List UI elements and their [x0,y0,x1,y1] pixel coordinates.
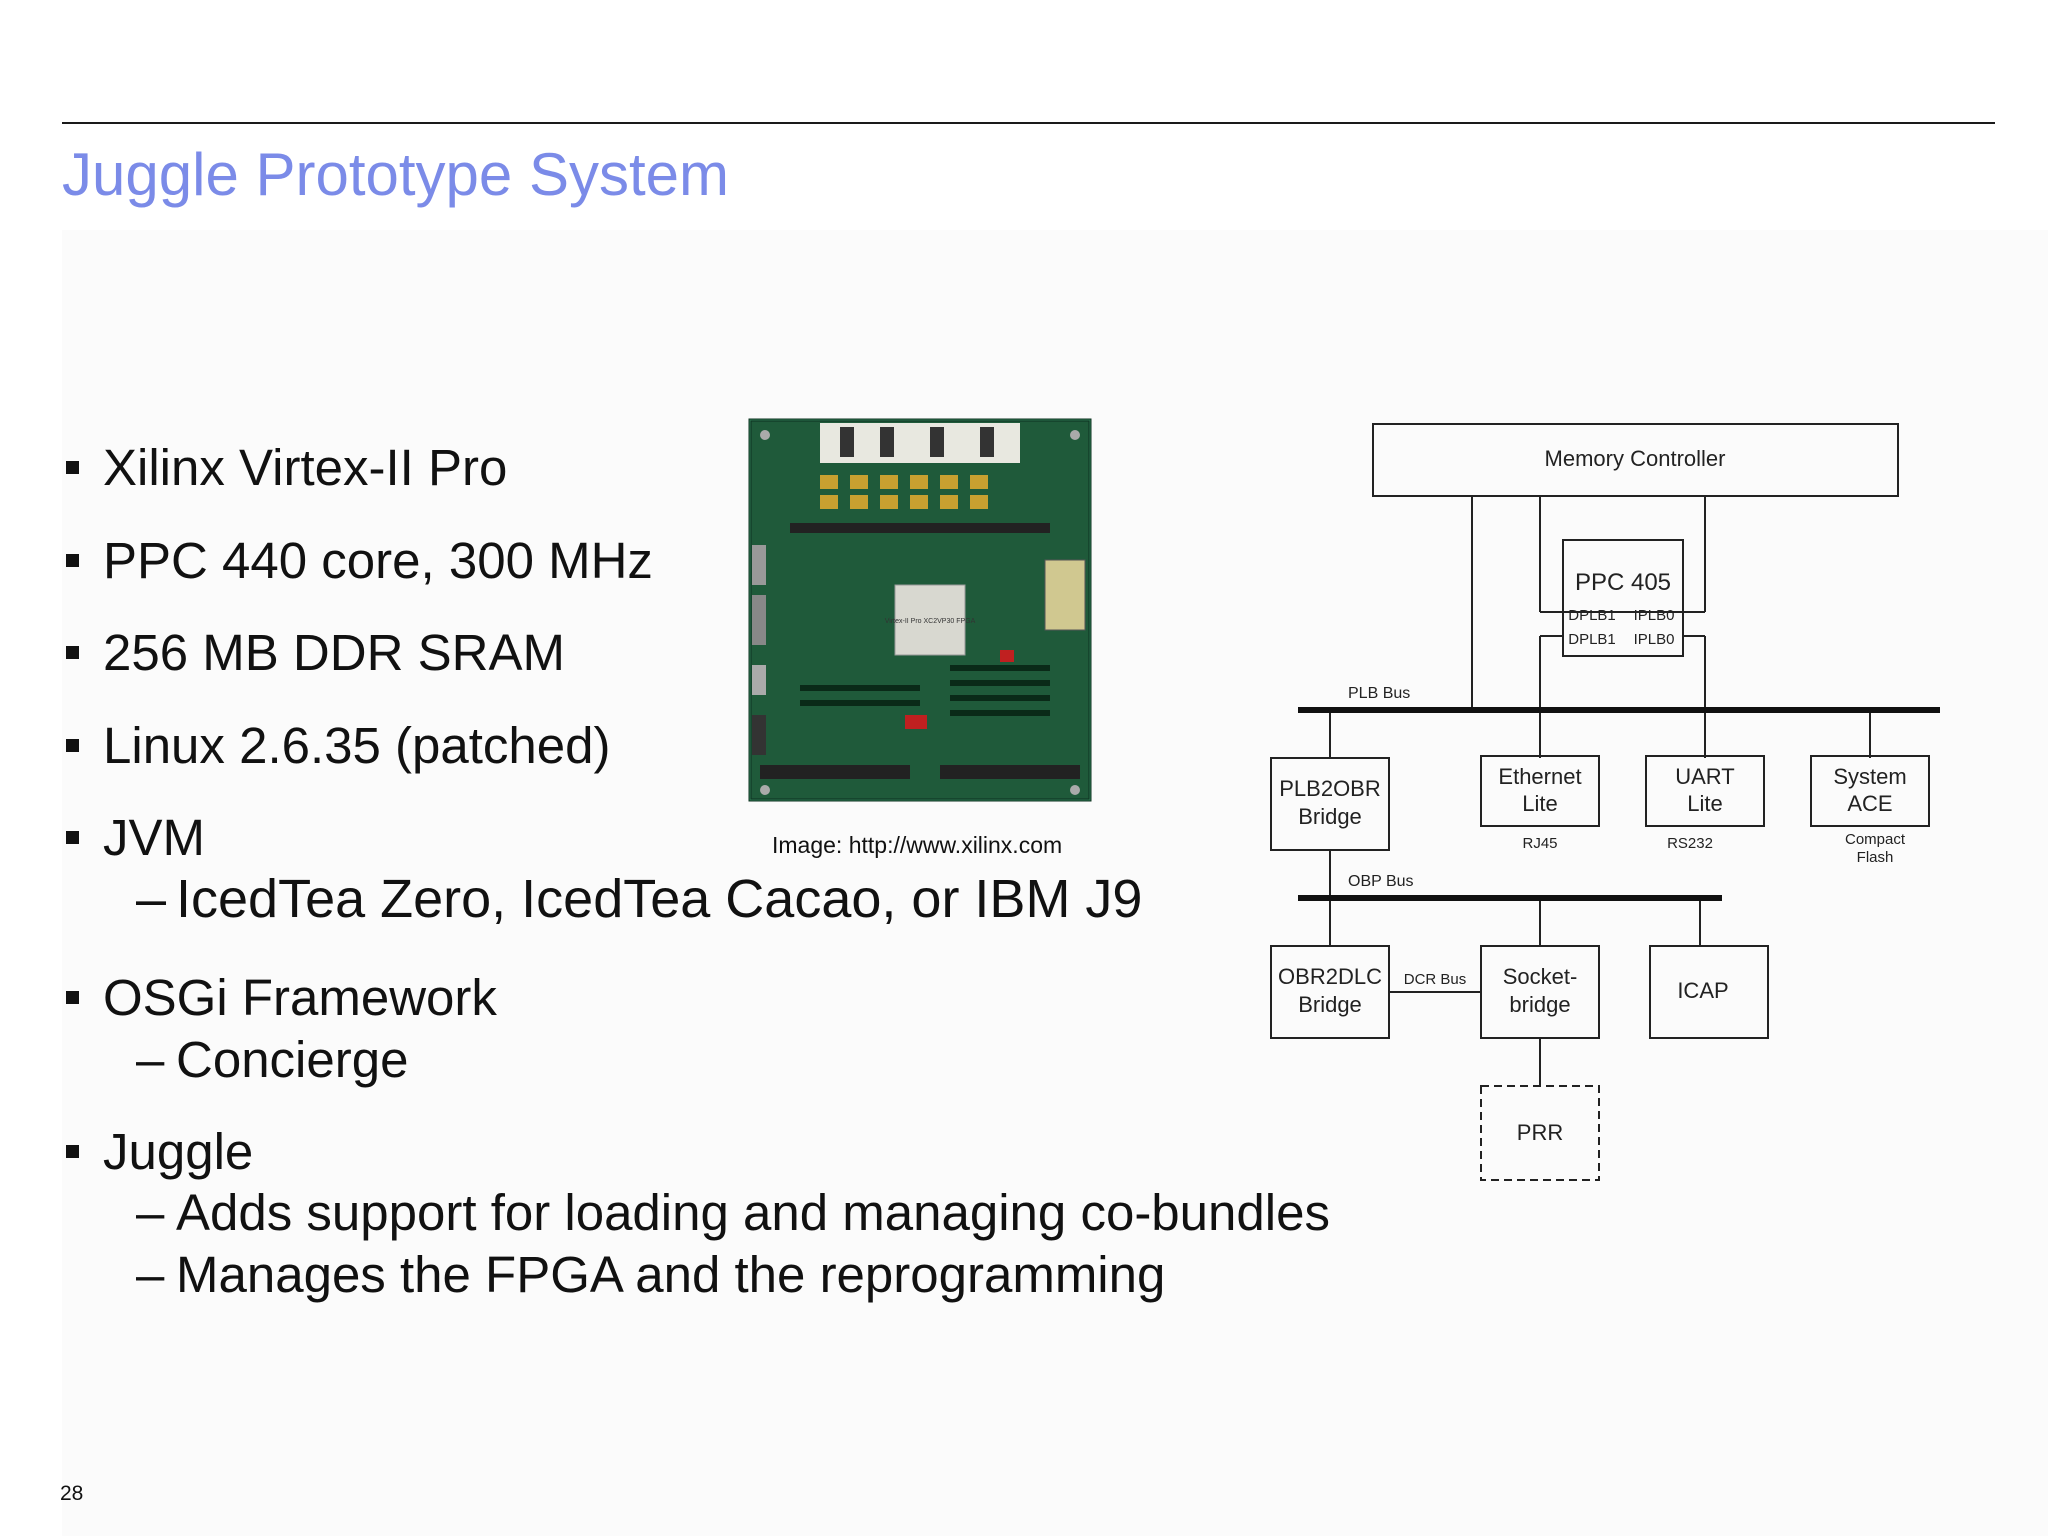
memory-controller-label: Memory Controller [1545,446,1726,471]
bullet-marker [66,554,79,567]
bullet-item: 256 MB DDR SRAM [64,623,565,682]
socket-bridge-label: bridge [1509,992,1570,1017]
ethernet-label: Lite [1522,791,1557,816]
bullet-text: Juggle [103,1123,254,1180]
system-ace-label: System [1833,764,1906,789]
ethernet-label: Ethernet [1498,764,1581,789]
bullet-text: Linux 2.6.35 (patched) [103,717,611,774]
high-speed-connector [760,765,910,779]
fpga-board-image: Virtex-II Pro XC2VP30 FPGA [700,395,1140,825]
ppc-port-label: IPLB0 [1634,631,1675,648]
sub-bullet-item: –IcedTea Zero, IcedTea Cacao, or IBM J9 [136,868,1142,930]
sub-bullet-item: –Concierge [136,1030,408,1089]
sub-bullet-text: Concierge [176,1031,409,1088]
bullet-marker [66,646,79,659]
bullet-marker [66,991,79,1004]
bullet-text: JVM [103,809,205,866]
bullet-text: 256 MB DDR SRAM [103,624,565,681]
fpga-board-illustration: Virtex-II Pro XC2VP30 FPGA [748,418,1092,802]
title-rule [62,122,1995,124]
plb2obr-label: PLB2OBR [1279,776,1381,801]
bullet-item: Juggle [64,1122,253,1181]
icap-box [1649,945,1769,1039]
ddr-dimm-slot [790,523,1050,533]
system-ace-label: ACE [1847,791,1892,816]
sub-bullet-dash: – [136,869,167,929]
ppc-label: PPC 405 [1575,569,1671,596]
plb-bus-label: PLB Bus [1348,685,1410,702]
bullet-item: OSGi Framework [64,968,497,1027]
slide-title: Juggle Prototype System [62,141,730,208]
system-ace-sub-label: Flash [1857,849,1894,866]
fpga-chip [894,584,966,656]
socket-bridge-label: Socket- [1503,964,1578,989]
bullet-marker [66,831,79,844]
low-speed-connector [940,765,1080,779]
bullet-text: OSGi Framework [103,969,497,1026]
obp-bus-label: OBP Bus [1348,873,1414,890]
dcr-bus-label: DCR Bus [1404,971,1467,988]
memory-controller-box [1372,423,1899,497]
obr2dlc-label: Bridge [1298,992,1362,1017]
fpga-chip-label: Virtex-II Pro XC2VP30 FPGA [885,618,976,625]
uart-lite-box [1645,755,1765,827]
architecture-diagram: Memory Controller PPC 405 DPLB1 IPLB0 DP… [1250,400,1950,1200]
sub-bullet-text: Adds support for loading and managing co… [176,1184,1330,1241]
bullet-marker [66,1145,79,1158]
system-ace-sub-label: Compact [1845,831,1906,848]
ppc-box [1562,539,1684,657]
sub-bullet-item: –Manages the FPGA and the reprogramming [136,1245,1165,1304]
ethernet-sub-label: RJ45 [1522,835,1557,852]
obr2dlc-label: OBR2DLC [1278,964,1382,989]
bullet-item: Xilinx Virtex-II Pro [64,438,507,497]
plb2obr-label: Bridge [1298,804,1362,829]
image-caption: Image: http://www.xilinx.com [772,832,1063,858]
bullet-item: PPC 440 core, 300 MHz [64,531,653,590]
ppc-port-label: IPLB0 [1634,607,1675,624]
sub-bullet-dash: – [136,1246,165,1303]
ethernet-lite-box [1480,755,1600,827]
compact-flash-slot [1044,559,1086,631]
ppc-port-label: DPLB1 [1568,607,1616,624]
prr-label: PRR [1517,1120,1563,1145]
sub-bullet-text: IcedTea Zero, IcedTea Cacao, or IBM J9 [176,869,1143,929]
page-number: 28 [60,1482,84,1505]
sub-bullet-item: –Adds support for loading and managing c… [136,1183,1330,1242]
bullet-item: JVM [64,808,205,867]
bullet-list: Xilinx Virtex-II Pro PPC 440 core, 300 M… [64,0,1364,1400]
bullet-marker [66,461,79,474]
bullet-text: Xilinx Virtex-II Pro [103,439,508,496]
sub-bullet-text: Manages the FPGA and the reprogramming [176,1246,1166,1303]
prr-box [1480,1085,1600,1181]
bullet-item: Linux 2.6.35 (patched) [64,716,611,775]
system-ace-box [1810,755,1930,827]
ppc-port-label: DPLB1 [1568,631,1616,648]
uart-label: Lite [1687,791,1722,816]
uart-sub-label: RS232 [1667,835,1713,852]
bullet-text: PPC 440 core, 300 MHz [103,532,653,589]
sub-bullet-dash: – [136,1184,165,1241]
bullet-marker [66,739,79,752]
icap-label: ICAP [1677,978,1728,1003]
uart-label: UART [1675,764,1735,789]
sub-bullet-dash: – [136,1031,165,1088]
